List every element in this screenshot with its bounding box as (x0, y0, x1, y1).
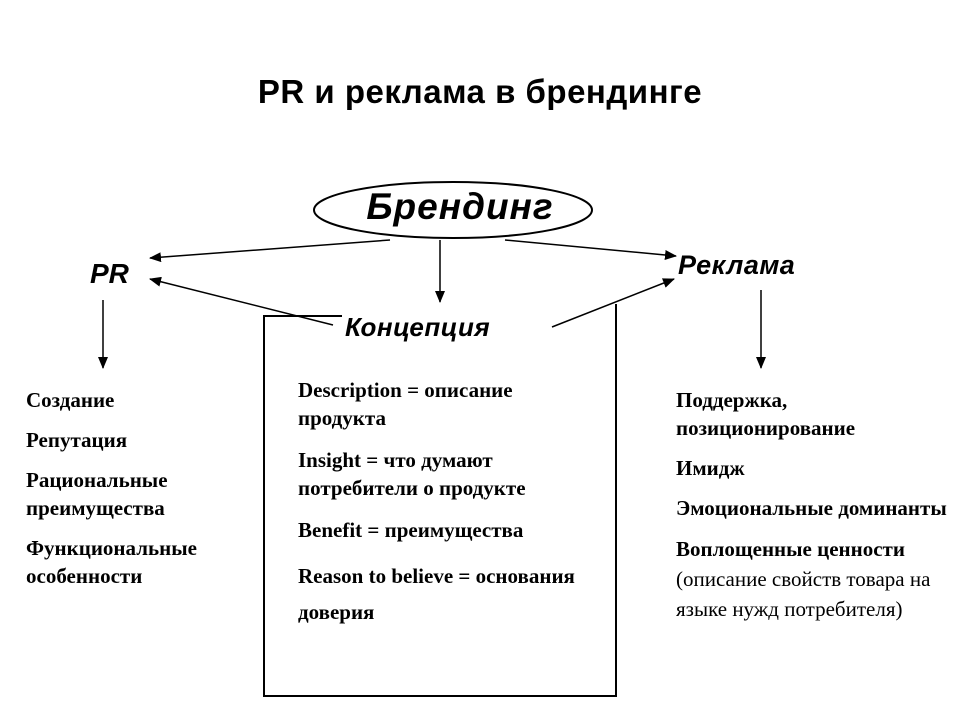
ads-item: Имидж (676, 456, 745, 480)
pr-list: Создание Репутация Рациональные преимуще… (26, 386, 261, 602)
ads-node: Реклама (678, 250, 796, 280)
pr-item: Рациональные преимущества (26, 468, 168, 520)
concept-node: Концепция (345, 312, 491, 342)
pr-node: PR (90, 258, 129, 289)
ads-item: Воплощенные ценности (описание свойств т… (676, 534, 956, 624)
pr-item: Создание (26, 388, 115, 412)
pr-item: Функциональные особенности (26, 536, 197, 588)
ads-item-bold: Воплощенные ценности (676, 537, 905, 561)
arrow-branding-to-pr (149, 239, 391, 263)
branding-node: Брендинг (366, 186, 554, 227)
arrow-concept-to-ads (551, 278, 675, 328)
arrow-concept-to-pr (149, 276, 334, 326)
concept-item: Reason to believe = основания доверия (298, 564, 575, 624)
ads-item: Эмоциональные доминанты (676, 496, 947, 520)
ads-item: Поддержка, позиционирование (676, 388, 856, 440)
pr-item: Репутация (26, 428, 128, 452)
arrow-branding-to-ads (504, 239, 677, 260)
page-title: PR и реклама в брендинге (257, 73, 703, 110)
concept-item: Insight = что думают потребители о проду… (298, 448, 526, 500)
concept-item: Description = описание продукта (298, 378, 513, 430)
concept-list: Description = описание продукта Insight … (298, 376, 603, 644)
branding-ellipse (313, 181, 593, 239)
ads-item-note: (описание свойств товара на языке нужд п… (676, 567, 931, 621)
ads-list: Поддержка, позиционирование Имидж Эмоцио… (676, 386, 956, 636)
concept-item: Benefit = преимущества (298, 518, 524, 542)
concept-frame (263, 304, 617, 697)
